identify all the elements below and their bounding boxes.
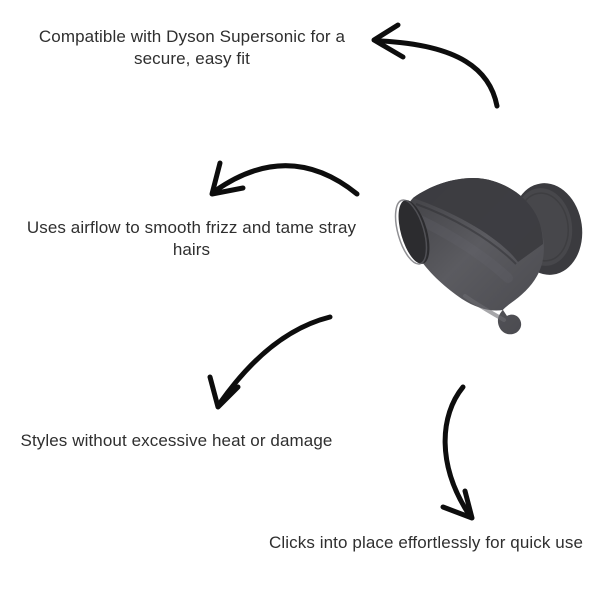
arrow-lower-left-icon [207, 314, 333, 410]
callout-airflow: Uses airflow to smooth frizz and tame st… [26, 218, 357, 259]
arrow-bottom-right-icon [440, 384, 475, 521]
callout-click: Clicks into place effortlessly for quick… [269, 533, 583, 552]
arrow-middle-left-icon [209, 160, 360, 197]
product-photo-smoothing-nozzle [394, 178, 583, 335]
arrow-top-right-icon [371, 22, 500, 109]
callout-heat: Styles without excessive heat or damage [20, 431, 333, 450]
nozzle-body [404, 178, 544, 335]
nozzle-opening [394, 199, 430, 265]
callout-compatibility: Compatible with Dyson Supersonic for a s… [38, 27, 346, 68]
